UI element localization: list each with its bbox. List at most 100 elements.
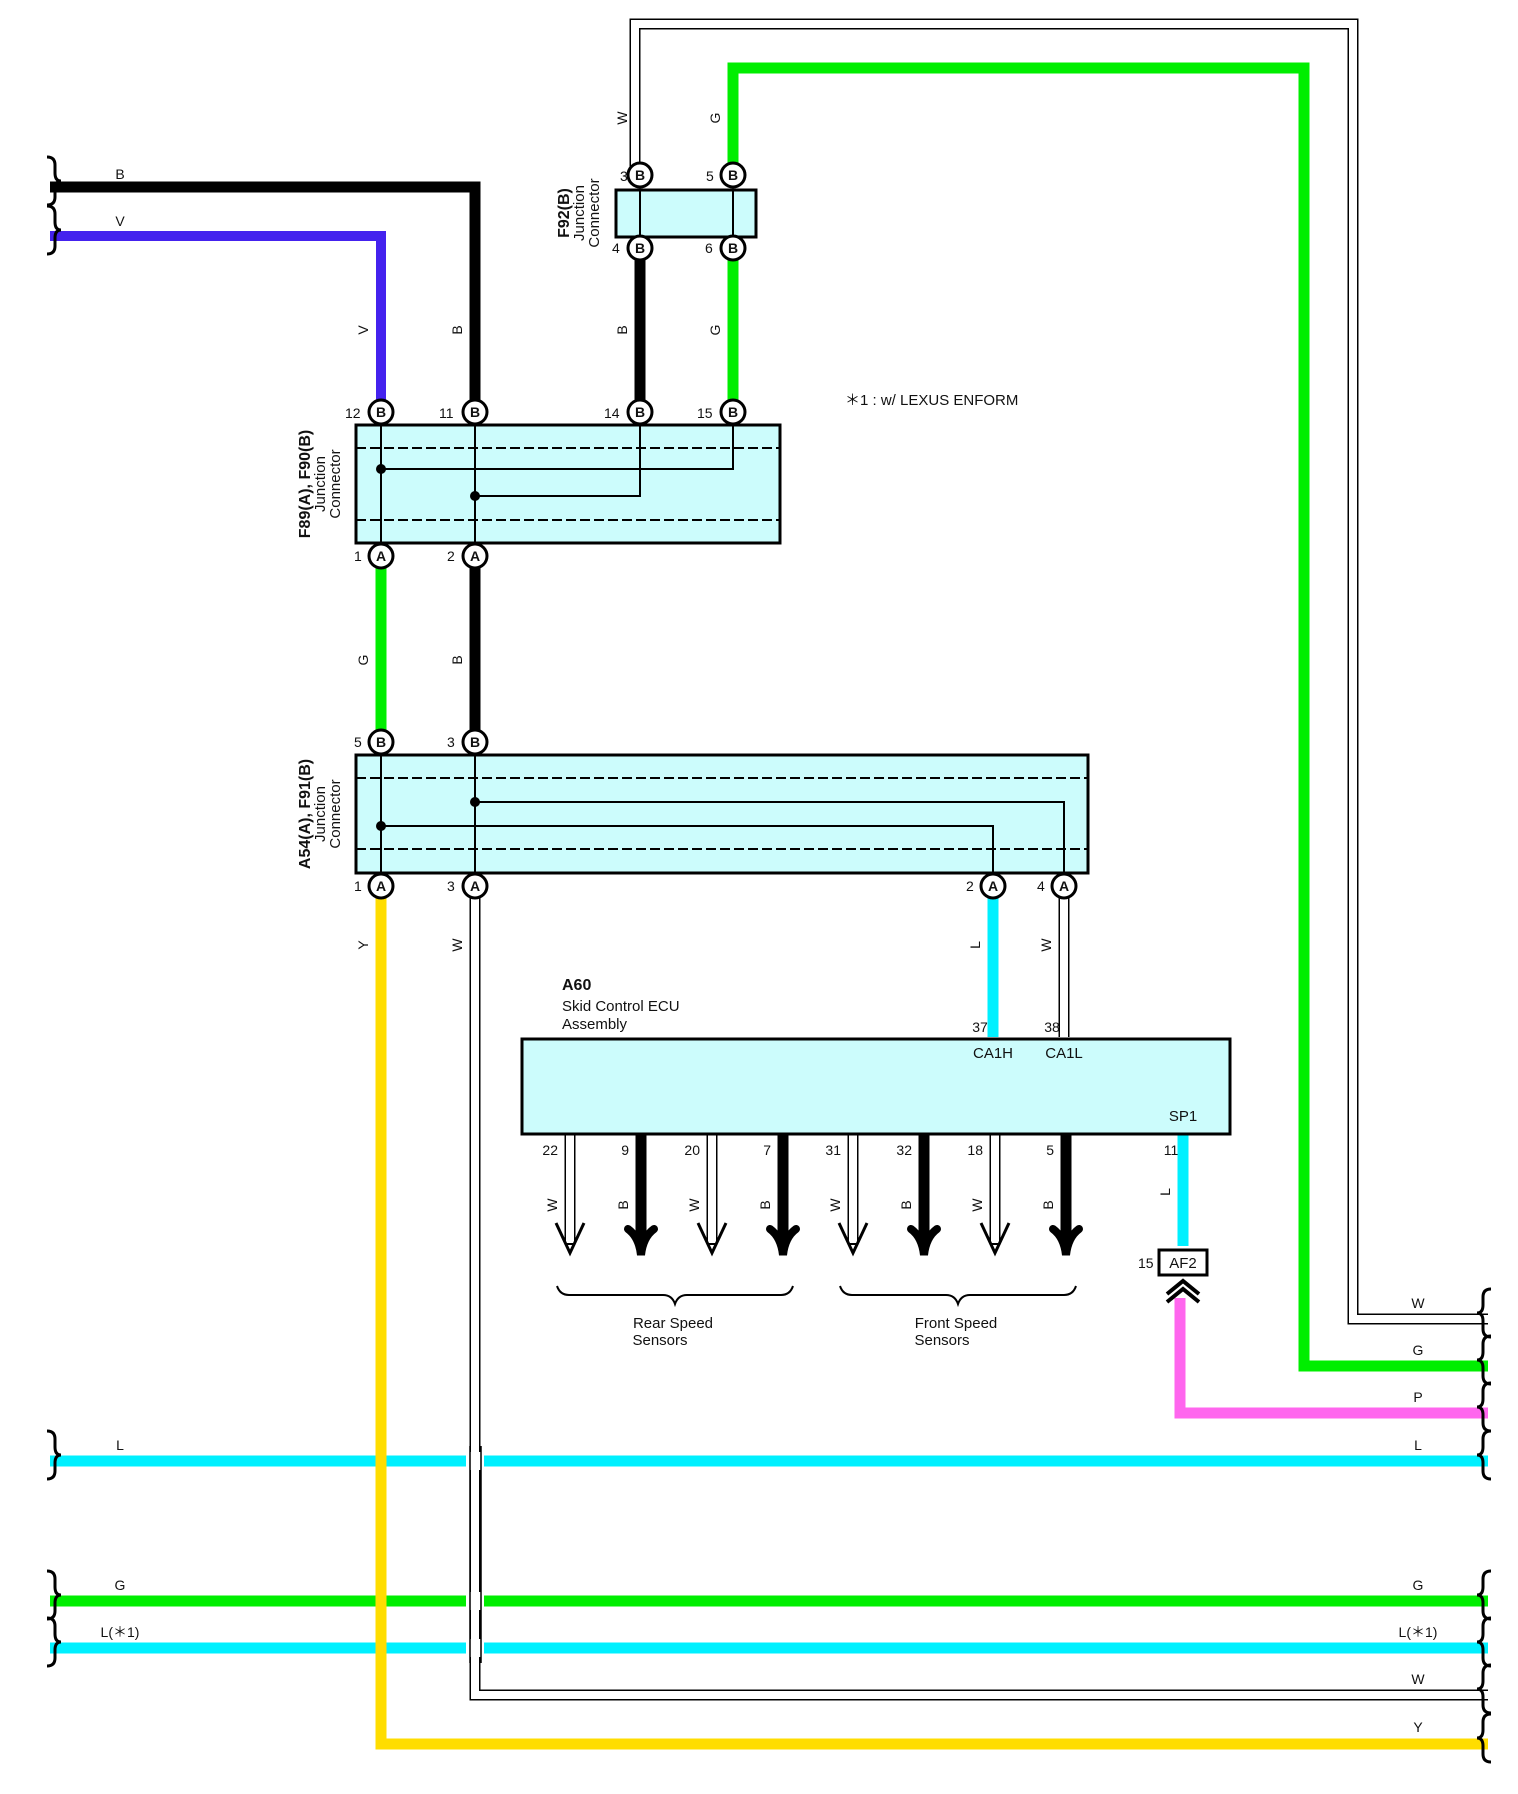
- wire-break-icon: [46, 1429, 62, 1481]
- pin-number: 5: [706, 168, 714, 184]
- pin-number: 38: [1044, 1019, 1060, 1035]
- pin-circle-icon: B: [626, 161, 654, 189]
- front-sensors-label-1: Front Speed: [915, 1315, 998, 1332]
- pin-circle-icon: B: [367, 728, 395, 756]
- pin-number: 2: [447, 548, 455, 564]
- connector-chevron-icon: [1165, 1286, 1201, 1304]
- wire-code: W: [449, 938, 465, 952]
- wire-code: B: [115, 166, 124, 182]
- pin-circle-icon: B: [626, 234, 654, 262]
- a54-name2: Connector: [327, 779, 344, 848]
- pin-circle-icon: B: [719, 234, 747, 262]
- pin-number: 9: [621, 1142, 629, 1158]
- pin-letter: B: [728, 240, 738, 256]
- wire-code: B: [757, 1200, 773, 1209]
- connector-a54: [354, 753, 1090, 875]
- wire-break-icon: [1476, 1334, 1492, 1386]
- pin-letter: B: [470, 404, 480, 420]
- pin-number: 31: [825, 1142, 841, 1158]
- f89-int-3: [475, 425, 641, 497]
- a54-int-4: [475, 801, 1065, 873]
- wire-code: Y: [1413, 1719, 1423, 1735]
- a60-id: A60: [562, 977, 591, 994]
- wire-code: B: [449, 325, 465, 334]
- wire-code: B: [898, 1200, 914, 1209]
- wire-code: L: [116, 1437, 124, 1453]
- pin-number: 3: [447, 734, 455, 750]
- pin-letter: A: [376, 548, 386, 564]
- pin-circle-ring: [461, 872, 489, 900]
- wire-code: P: [1413, 1389, 1422, 1405]
- pin-number: 22: [542, 1142, 558, 1158]
- pin-circle-icon: B: [461, 728, 489, 756]
- pin-letter: A: [376, 878, 386, 894]
- wire-code: G: [707, 113, 723, 124]
- note-lexus-enform: ＊1 : w/ LEXUS ENFORM: [845, 392, 1018, 409]
- a54-name1: Junction: [312, 786, 329, 842]
- pin-circle-ring: [1050, 872, 1078, 900]
- pin-letter: A: [470, 548, 480, 564]
- f89-label: F89(A), F90(B) Junction Connector: [297, 430, 344, 538]
- terminal-ca1l: CA1L: [1045, 1045, 1083, 1062]
- connector-labels: F92(B) Junction Connector F89(A), F90(B)…: [297, 178, 1018, 1033]
- wire-break-icon: [1476, 1429, 1492, 1481]
- splice-dot-icon: [470, 797, 480, 807]
- sensor-braces: [556, 1285, 1077, 1308]
- pin-number: 4: [1037, 878, 1045, 894]
- f92-label: F92(B) Junction Connector: [556, 178, 603, 247]
- pin-number: 2: [966, 878, 974, 894]
- pin-circle-ring: [461, 728, 489, 756]
- wire-code: G: [1413, 1577, 1424, 1593]
- wire-code: B: [449, 655, 465, 664]
- wire-code: B: [615, 1200, 631, 1209]
- sensor-arrow-icon: [907, 1225, 941, 1256]
- a60-name2: Assembly: [562, 1016, 628, 1033]
- pin-number: 12: [345, 405, 361, 421]
- pin-circle-ring: [461, 542, 489, 570]
- pin-circle-ring: [719, 161, 747, 189]
- a54-int-3: [381, 825, 994, 873]
- a60-terminals: CA1H CA1L SP1: [973, 1045, 1197, 1125]
- wire-code: B: [1040, 1200, 1056, 1209]
- pin-circle-ring: [979, 872, 1007, 900]
- wire-code: L: [1414, 1437, 1422, 1453]
- wire-break-icon: [1476, 1712, 1492, 1764]
- pin-letter: B: [376, 734, 386, 750]
- f89-name1: Junction: [312, 456, 329, 512]
- pin-circle-icon: A: [367, 872, 395, 900]
- wire-code: L: [967, 941, 983, 949]
- sensor-arrow-icon: [696, 1222, 728, 1257]
- pin-number: 18: [967, 1142, 983, 1158]
- pin-number: 5: [1046, 1142, 1054, 1158]
- connector-f92: [614, 188, 758, 239]
- a54-id: A54(A), F91(B): [297, 759, 314, 869]
- wire-code: B: [614, 325, 630, 334]
- front-sensors-label-2: Sensors: [914, 1332, 969, 1349]
- wire-break-icon: [1476, 1616, 1492, 1668]
- connector-af2: AF2 15: [1138, 1248, 1209, 1304]
- connector-f89-body: [354, 423, 782, 545]
- wire-break-icon: [46, 1569, 62, 1621]
- sensor-arrow-icon: [766, 1225, 800, 1256]
- connector-chevron-icon: [1165, 1278, 1201, 1296]
- wire-break-icon: [46, 1616, 62, 1668]
- f92-name1: Junction: [571, 185, 588, 241]
- wire-code: W: [614, 111, 630, 125]
- wire-code: G: [355, 655, 371, 666]
- brace-rear: [556, 1285, 794, 1308]
- pin-letter: A: [470, 878, 480, 894]
- pin-circle-ring: [367, 398, 395, 426]
- connector-f92-body: [614, 188, 758, 239]
- brace-front: [839, 1285, 1077, 1308]
- af2-pin: 15: [1138, 1255, 1154, 1271]
- pin-numbers: 3 5 4 6 12 11 14 15 1 2 5 3 1 3 2 4 37 3…: [345, 168, 1178, 1158]
- pin-letter: A: [1059, 878, 1069, 894]
- pin-number: 1: [354, 548, 362, 564]
- wire-break-icon: [1476, 1663, 1492, 1715]
- pin-number: 6: [705, 240, 713, 256]
- pin-number: 11: [1164, 1142, 1179, 1158]
- pin-circle-icon: B: [719, 398, 747, 426]
- pin-letter: B: [376, 404, 386, 420]
- splice-dot-icon: [470, 491, 480, 501]
